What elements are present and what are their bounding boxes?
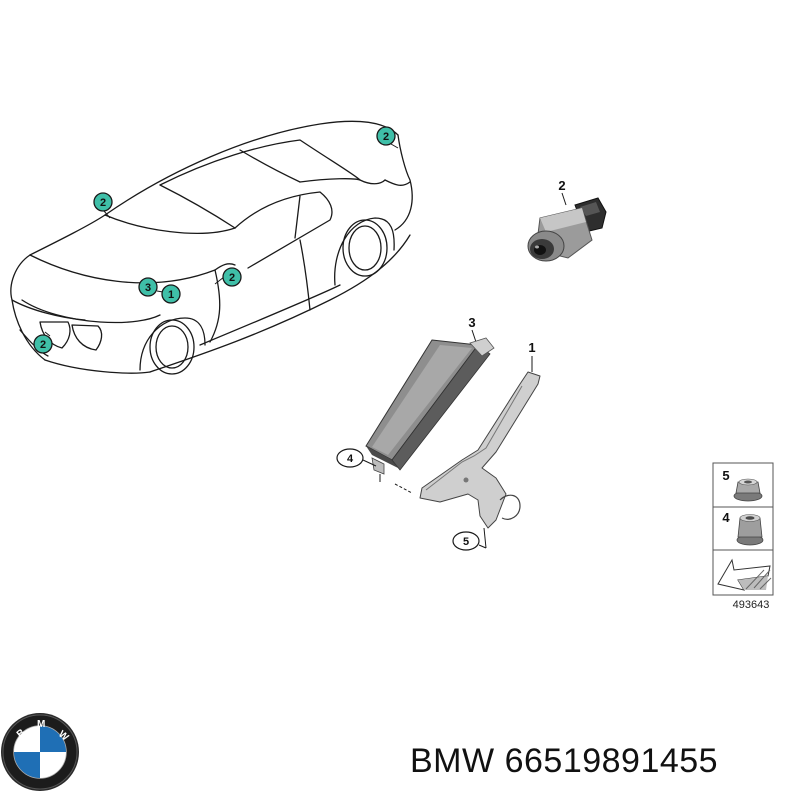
callout-nut-4-label: 4 [347, 453, 354, 465]
bmw-logo: B M W [1, 713, 79, 791]
legend-item-4-label: 4 [722, 510, 730, 525]
callout-front: 2 [33, 334, 53, 354]
parts-legend: 5 4 493643 [712, 462, 774, 611]
callout-nut-5-label: 5 [463, 536, 469, 548]
footer-brand: BMW [410, 742, 495, 780]
legend-item-4: 4 [722, 510, 764, 546]
legend-item-5-label: 5 [722, 468, 729, 483]
legend-item-5: 5 [722, 468, 763, 502]
callout-windshield-label: 2 [100, 197, 106, 209]
bracket-part: 1 [419, 340, 541, 549]
callout-unit-label: 3 [145, 282, 151, 294]
callout-mirror-label: 2 [229, 272, 235, 284]
callout-bracket-label: 1 [168, 289, 174, 301]
direction-arrow-icon [717, 558, 772, 591]
callout-rear-label: 2 [383, 131, 389, 143]
callout-mirror: 2 [222, 267, 242, 287]
callout-front-label: 2 [40, 339, 46, 351]
control-unit-part: 3 [365, 315, 495, 494]
callout-rear: 2 [376, 126, 396, 146]
car-callouts: 2 2 2 2 3 1 [33, 126, 399, 354]
control-unit-label: 3 [468, 315, 475, 330]
footer-part-number: 66519891455 [504, 742, 719, 780]
callout-nut-4: 4 [336, 448, 377, 468]
callout-unit: 3 [138, 277, 158, 297]
diagram-reference-number: 493643 [733, 599, 770, 611]
svg-text:M: M [37, 719, 45, 730]
camera-label: 2 [558, 178, 565, 193]
callout-windshield: 2 [93, 192, 113, 212]
callout-bracket: 1 [161, 284, 181, 304]
callout-nut-5: 5 [452, 531, 487, 551]
car-outline [10, 120, 413, 375]
bracket-label: 1 [528, 340, 535, 355]
camera-part: 2 [527, 178, 607, 262]
